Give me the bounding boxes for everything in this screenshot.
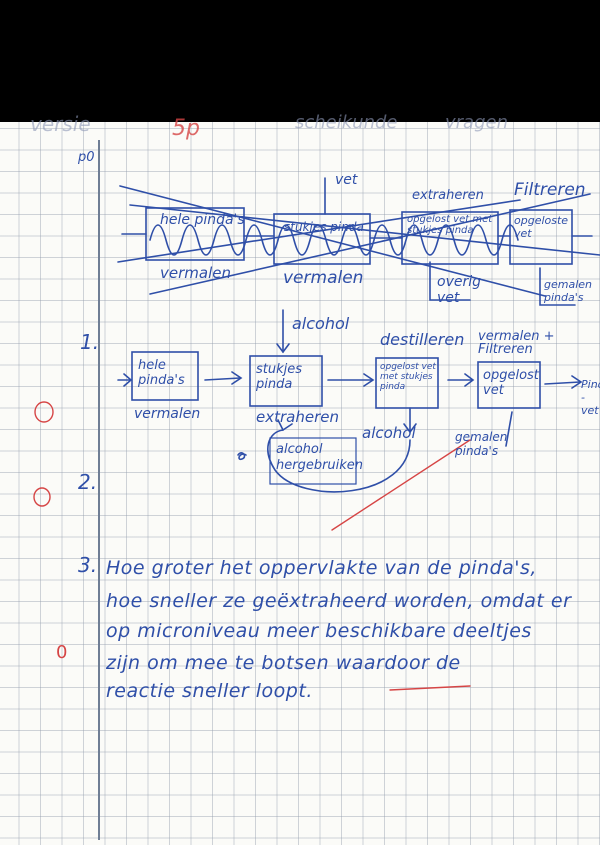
q1-box-dissolved bbox=[375, 357, 439, 409]
q1-label-alcohol-in: alcohol bbox=[292, 314, 350, 333]
black-top-band bbox=[0, 0, 600, 122]
header-partial-mid: scheikunde bbox=[295, 112, 398, 133]
q1-box-whole-label: hele pinda's bbox=[138, 358, 185, 388]
header-partial-right: vragen bbox=[445, 112, 508, 133]
ground-bracket bbox=[539, 267, 576, 306]
crossout-line-4 bbox=[129, 204, 600, 256]
crossed-label-extract: extraheren bbox=[412, 188, 484, 203]
question-3-number: 3. bbox=[78, 553, 98, 577]
crossed-label-milling: vermalen bbox=[160, 264, 231, 282]
q1-label-distill: destilleren bbox=[380, 330, 465, 349]
question-2-number: 2. bbox=[78, 470, 98, 494]
q1-label-milling-filter: vermalen + Filtreren bbox=[478, 329, 555, 357]
crossed-label-fat: opgeloste vet bbox=[514, 214, 569, 240]
q1-box-pieces-label: stukjes pinda bbox=[256, 362, 303, 392]
q1-box-whole bbox=[131, 351, 199, 401]
q1-box-pieces bbox=[249, 355, 323, 407]
score-circle-q1 bbox=[34, 401, 54, 423]
crossed-label-milling2: vermalen bbox=[283, 268, 364, 288]
crossed-label-dissolved: opgelost vet met stukjes pinda bbox=[407, 214, 493, 236]
q3-answer-line-4: zijn om mee te botsen waardoor de bbox=[106, 652, 461, 674]
crossed-label-remaining: overig vet bbox=[437, 274, 481, 306]
crossed-label-ground: gemalen pinda's bbox=[544, 278, 593, 304]
q1-label-ground: gemalen pinda's bbox=[455, 430, 508, 458]
crossed-box-fat bbox=[509, 209, 573, 265]
crossed-label-pieces: stukjes pinda bbox=[284, 220, 364, 234]
crossout-squiggle bbox=[149, 224, 519, 256]
q1-box-dissolved-label: opgelost vet met stukjes pinda bbox=[380, 362, 436, 392]
overig-bracket bbox=[429, 261, 471, 301]
q1-label-alcohol-out: alcohol bbox=[362, 424, 416, 442]
crossed-label-vet-input: vet bbox=[335, 172, 358, 188]
q1-label-extract: extraheren bbox=[256, 408, 339, 426]
crossed-label-whole: hele pinda's bbox=[160, 212, 245, 228]
q3-answer-line-3: op microniveau meer beschikbare deeltjes bbox=[106, 620, 532, 642]
scribble bbox=[237, 452, 247, 461]
q1-box-fat bbox=[477, 361, 541, 409]
reuse-box bbox=[269, 437, 357, 485]
q1-box-fat-label: opgelost vet bbox=[483, 368, 539, 398]
crossed-label-filter: Filtreren bbox=[514, 180, 586, 200]
margin-marker: p0 bbox=[78, 150, 95, 165]
crossed-box-pieces bbox=[273, 213, 371, 265]
margin-line bbox=[98, 140, 100, 840]
q3-answer-line-5: reactie sneller loopt. bbox=[106, 680, 313, 702]
crossout-line-3 bbox=[149, 193, 591, 295]
question-1-number: 1. bbox=[80, 330, 100, 354]
crossout-line-2 bbox=[117, 199, 521, 263]
header-partial-red: 5p bbox=[172, 116, 200, 141]
q1-label-milling: vermalen bbox=[134, 406, 201, 422]
score-circle-q2 bbox=[33, 487, 51, 507]
red-slash bbox=[331, 439, 471, 531]
q3-answer-line-1: Hoe groter het oppervlakte van de pinda'… bbox=[106, 557, 537, 579]
q3-answer-line-2: hoe sneller ze geëxtraheerd worden, omda… bbox=[106, 590, 572, 612]
q3-score: 0 bbox=[56, 642, 68, 663]
red-underline bbox=[389, 685, 471, 691]
q1-label-output: Pinda -vet bbox=[581, 378, 600, 417]
header-partial-left: versie bbox=[30, 112, 91, 136]
crossout-line-1 bbox=[119, 185, 546, 297]
q1-label-reuse: alcohol hergebruiken bbox=[276, 442, 364, 473]
